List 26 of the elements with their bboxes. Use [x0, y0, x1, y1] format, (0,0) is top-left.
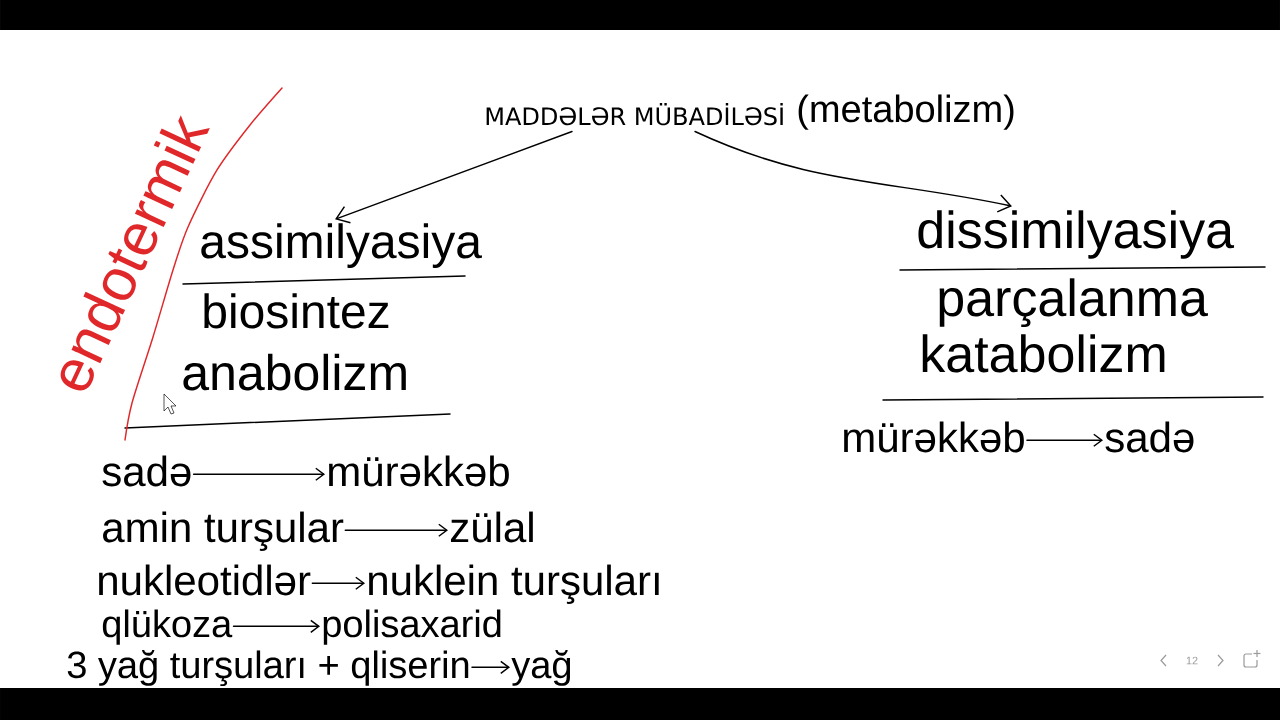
arrow [1026, 433, 1103, 447]
handwritten-text: sadə [1105, 421, 1194, 453]
handwritten-text: zülal [450, 511, 533, 543]
handwritten-text: mürəkkəb [329, 455, 509, 487]
handwritten-text: katabolizm [922, 334, 1165, 373]
arrow [335, 130, 573, 224]
handwritten-text: dissimilyasiya [918, 210, 1235, 259]
handwritten-text: parçalanma [939, 278, 1208, 327]
handwritten-text: amin turşular [103, 511, 344, 551]
arrow [311, 576, 365, 590]
heading: MADDƏLƏR MÜBADİLƏSİ [486, 103, 783, 126]
handwritten-text: nuklein turşuları [369, 564, 659, 604]
handwritten-text: yağ [511, 649, 571, 686]
handwritten-text: (metabolizm) [798, 94, 1014, 130]
handwritten-text: sadə [102, 455, 191, 487]
handwritten-text: qlükoza [102, 609, 233, 645]
handwritten-text: nukleotidlər [99, 564, 311, 596]
arrow [232, 619, 320, 634]
handwritten-text: polisaxarid [323, 609, 501, 645]
arrow [471, 660, 510, 675]
arrow [344, 523, 448, 537]
arrow [694, 130, 1012, 213]
handwritten-text: 3 yağ turşuları + qliserin [67, 649, 469, 687]
handwritten-text: mürəkkəb [844, 421, 1024, 453]
arrow [192, 467, 325, 481]
page-number: 12 [1186, 656, 1198, 665]
